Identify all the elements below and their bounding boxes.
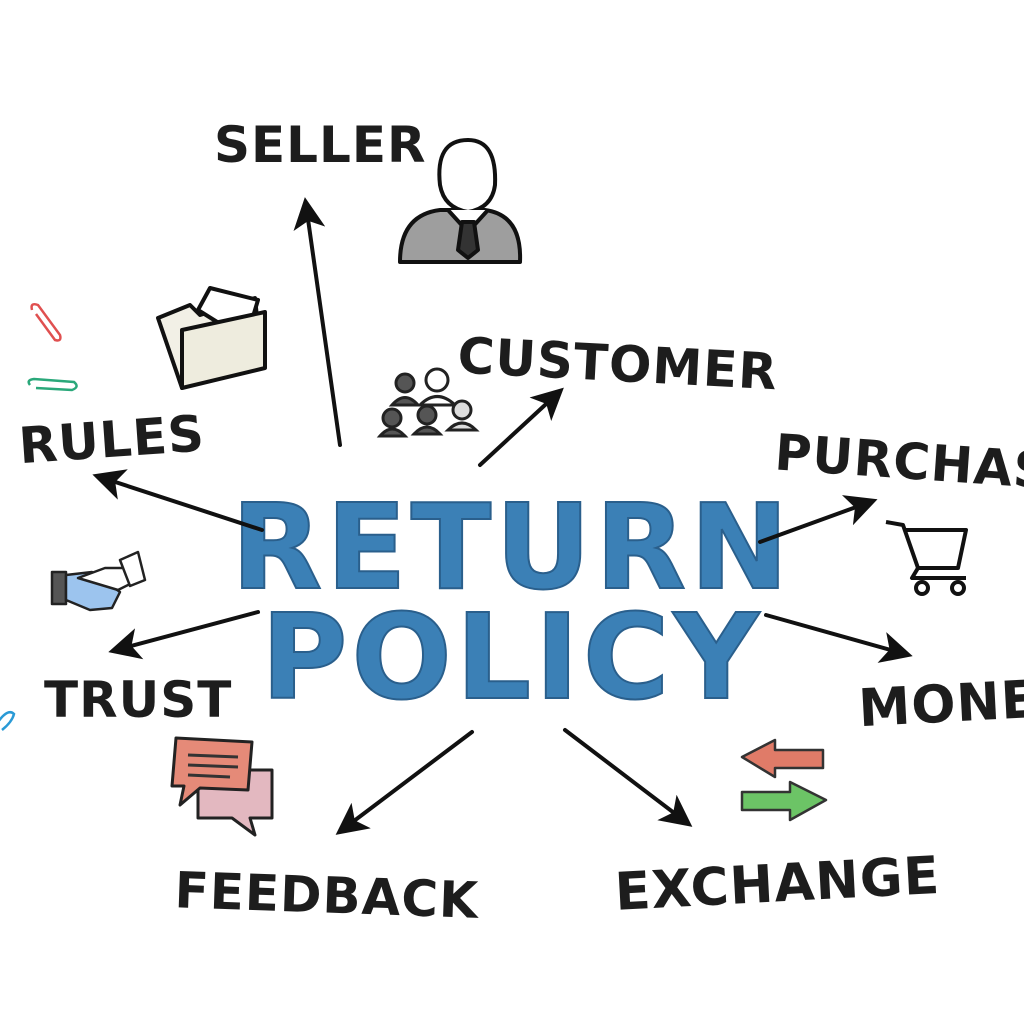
- label-feedback: FEEDBACK: [174, 861, 481, 930]
- title-line-return: RETURN: [231, 478, 792, 616]
- people-group-icon: [376, 367, 480, 438]
- title-line-policy: POLICY: [261, 588, 763, 726]
- label-money: MONE: [857, 670, 1024, 739]
- arrow-rules: [92, 469, 264, 532]
- label-seller: SELLER: [214, 116, 427, 174]
- arrow-purchase: [758, 495, 878, 544]
- label-purchase: PURCHAS: [773, 423, 1024, 500]
- folder-icon: [156, 286, 267, 390]
- handshake-icon: [50, 550, 147, 612]
- arrow-exchange: [563, 728, 693, 827]
- label-rules: RULES: [17, 404, 207, 475]
- exchange-arrows-icon: [740, 738, 828, 822]
- arrow-seller: [293, 197, 342, 447]
- arrow-feedback: [335, 730, 474, 835]
- label-trust: TRUST: [44, 671, 232, 729]
- chat-bubbles-icon: [170, 736, 274, 837]
- shopping-cart-icon: [885, 520, 968, 596]
- paperclip-icon: [0, 302, 78, 731]
- label-customer: CUSTOMER: [456, 327, 779, 402]
- arrow-customer: [478, 387, 564, 467]
- label-exchange: EXCHANGE: [613, 846, 941, 923]
- businessman-icon: [398, 138, 523, 264]
- arrow-money: [764, 613, 913, 663]
- arrow-trust: [108, 610, 260, 660]
